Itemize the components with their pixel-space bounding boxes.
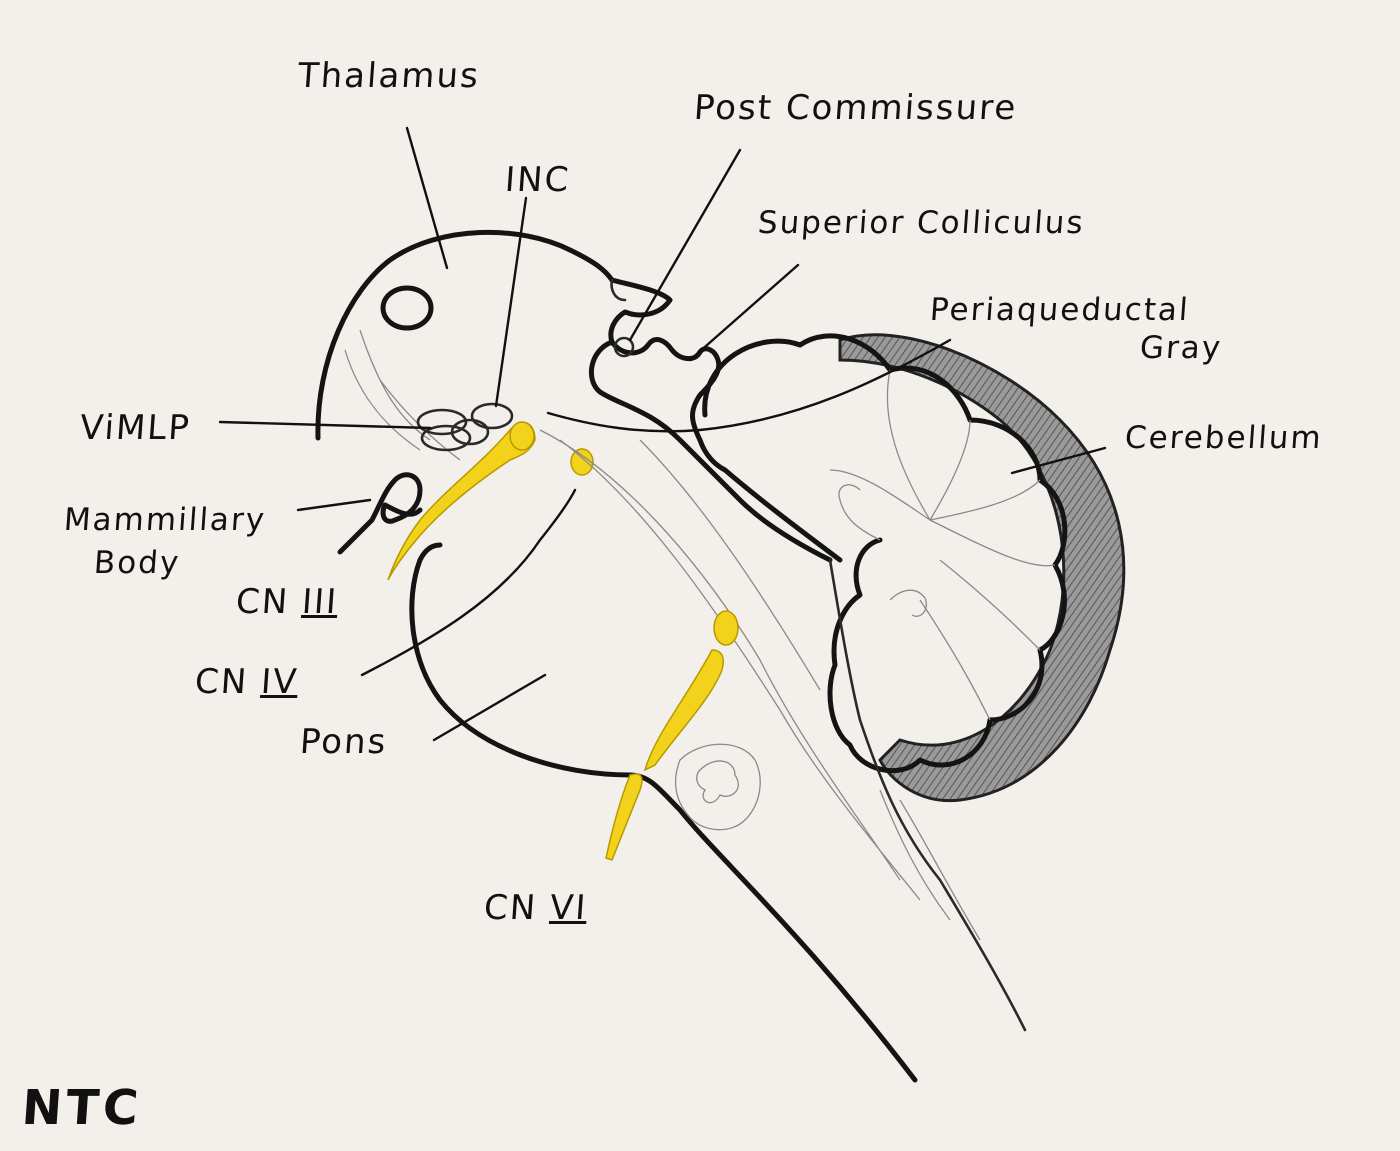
vimlp-nucleus: [418, 410, 488, 450]
label-mammillary-body-line2: Body: [93, 545, 182, 581]
label-post-commissure: Post Commissure: [693, 88, 1019, 128]
label-cn6: CN VI: [483, 888, 589, 928]
cn4-dot: [571, 449, 593, 475]
label-cn4-prefix: CN: [194, 662, 250, 702]
label-cn4-roman: IV: [260, 662, 300, 702]
cerebellum-cortex: [840, 335, 1124, 801]
label-cn3: CN III: [235, 582, 340, 622]
label-cn3-roman: III: [301, 582, 340, 622]
label-cn6-roman: VI: [549, 888, 589, 928]
cn6-dot: [714, 611, 738, 645]
label-cerebellum: Cerebellum: [1124, 420, 1324, 456]
cn6-root: [606, 774, 642, 860]
cn6-nerve: [645, 650, 723, 770]
label-vimlp: ViMLP: [79, 408, 193, 448]
label-periaqueductal-gray-line2: Gray: [1139, 330, 1224, 366]
label-cn4: CN IV: [194, 662, 300, 702]
label-pons: Pons: [299, 722, 389, 762]
label-cn6-prefix: CN: [483, 888, 539, 928]
label-thalamus: Thalamus: [297, 56, 482, 96]
label-cn3-prefix: CN: [235, 582, 291, 622]
label-periaqueductal-gray-line1: Periaqueductal: [929, 292, 1191, 328]
thalamus-nucleus: [383, 288, 431, 328]
label-mammillary-body-line1: Mammillary: [63, 502, 268, 538]
post-commissure-outline: [611, 280, 719, 440]
signature: NTC: [20, 1080, 144, 1136]
inc-nucleus: [472, 404, 512, 428]
label-inc: INC: [504, 160, 572, 200]
pons-outline: [412, 560, 915, 1080]
label-superior-colliculus: Superior Colliculus: [757, 205, 1086, 241]
